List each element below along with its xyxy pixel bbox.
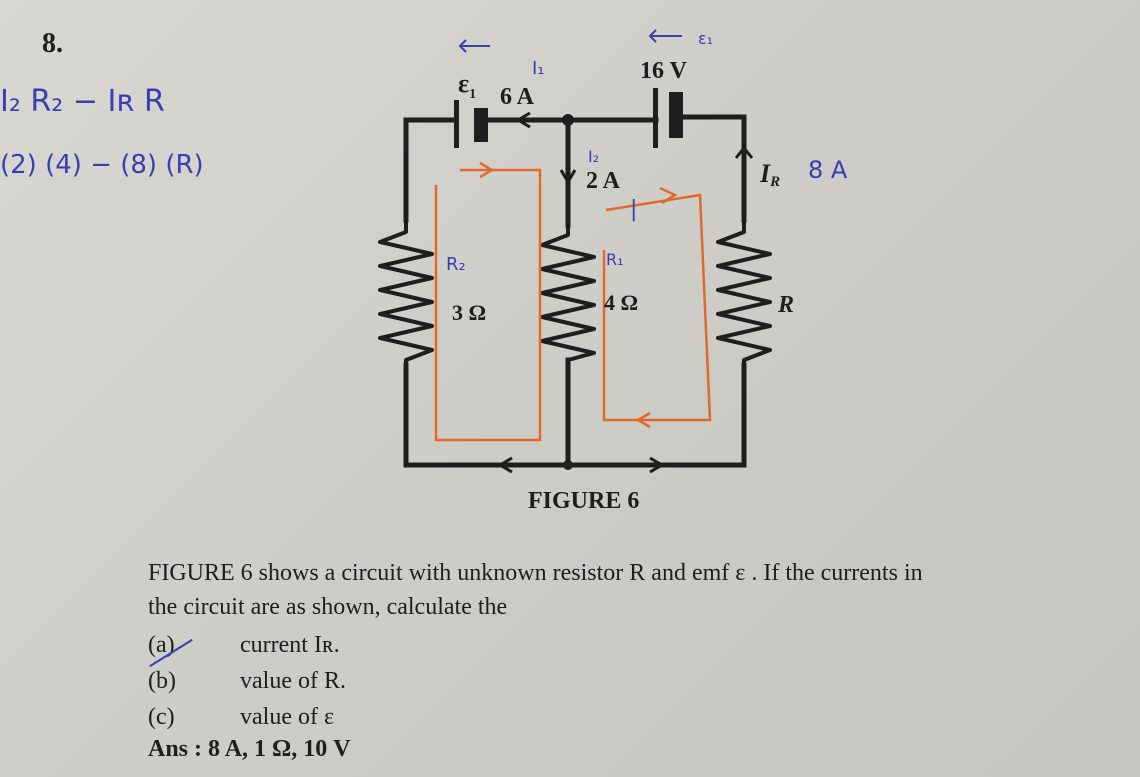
resistor-3ohm: [378, 220, 434, 365]
label-r: R: [777, 292, 794, 318]
hand-label-tick: |: [630, 197, 637, 222]
hand-label-r2: R₂: [446, 254, 466, 275]
label-3ohm: 3 Ω: [452, 300, 486, 325]
hand-label-e1: ε₁: [698, 29, 713, 48]
part-a-text: current Iʀ.: [240, 632, 340, 658]
question-number: 8.: [42, 28, 63, 59]
question-statement-line-1: FIGURE 6 shows a circuit with unknown re…: [148, 560, 923, 586]
label-current-ir: IR: [759, 159, 780, 190]
arrow-2a: [559, 169, 577, 185]
hand-label-r1: R₁: [606, 250, 624, 269]
right-wire-top: [682, 114, 747, 223]
resistor-r: [716, 220, 772, 365]
label-emf1: ε1: [458, 69, 476, 102]
handwritten-equation-2: (2) (4) − (8) (R): [0, 150, 204, 180]
answer-line: Ans : 8 A, 1 Ω, 10 V: [148, 736, 351, 762]
arrow-bottom-left: [499, 456, 513, 474]
battery-16v: [653, 88, 683, 148]
label-4ohm: 4 Ω: [604, 290, 638, 315]
resistor-4ohm: [540, 225, 596, 362]
hand-arrow-right-icon: [648, 29, 682, 43]
arrow-ir: [734, 145, 754, 159]
part-a-label: (a): [148, 632, 175, 658]
hand-label-i2: I₂: [588, 147, 599, 166]
hand-label-i1: I₁: [532, 58, 545, 79]
label-emf-16v: 16 V: [640, 58, 688, 84]
label-current-2a: 2 A: [586, 168, 621, 194]
junction-top: [562, 114, 574, 126]
hand-arrow-left-icon: [458, 39, 490, 53]
battery-emf1: [454, 100, 488, 148]
part-c-text: value of ε: [240, 704, 335, 730]
bottom-wire: [403, 362, 747, 468]
loop-left: [434, 168, 542, 442]
part-c-label: (c): [148, 704, 175, 730]
part-b-label: (b): [148, 668, 176, 694]
junction-bottom: [563, 460, 573, 470]
label-current-6a: 6 A: [500, 84, 535, 110]
figure-caption: FIGURE 6: [528, 488, 640, 514]
handwritten-loops: [434, 161, 712, 442]
circuit-diagram: ε1 6 A 16 V 2 A IR 3 Ω 4 Ω R I₁ I₂ ε₁ 8 …: [378, 29, 848, 474]
arrow-bottom-right: [649, 456, 665, 474]
arrow-6a: [515, 111, 531, 129]
hand-label-ir-value: 8 A: [808, 156, 848, 184]
handwritten-equation-1: I₂ R₂ − Iʀ R: [0, 84, 165, 119]
question-statement-line-2: the circuit are as shown, calculate the: [148, 594, 508, 620]
part-b-text: value of R.: [240, 668, 346, 694]
